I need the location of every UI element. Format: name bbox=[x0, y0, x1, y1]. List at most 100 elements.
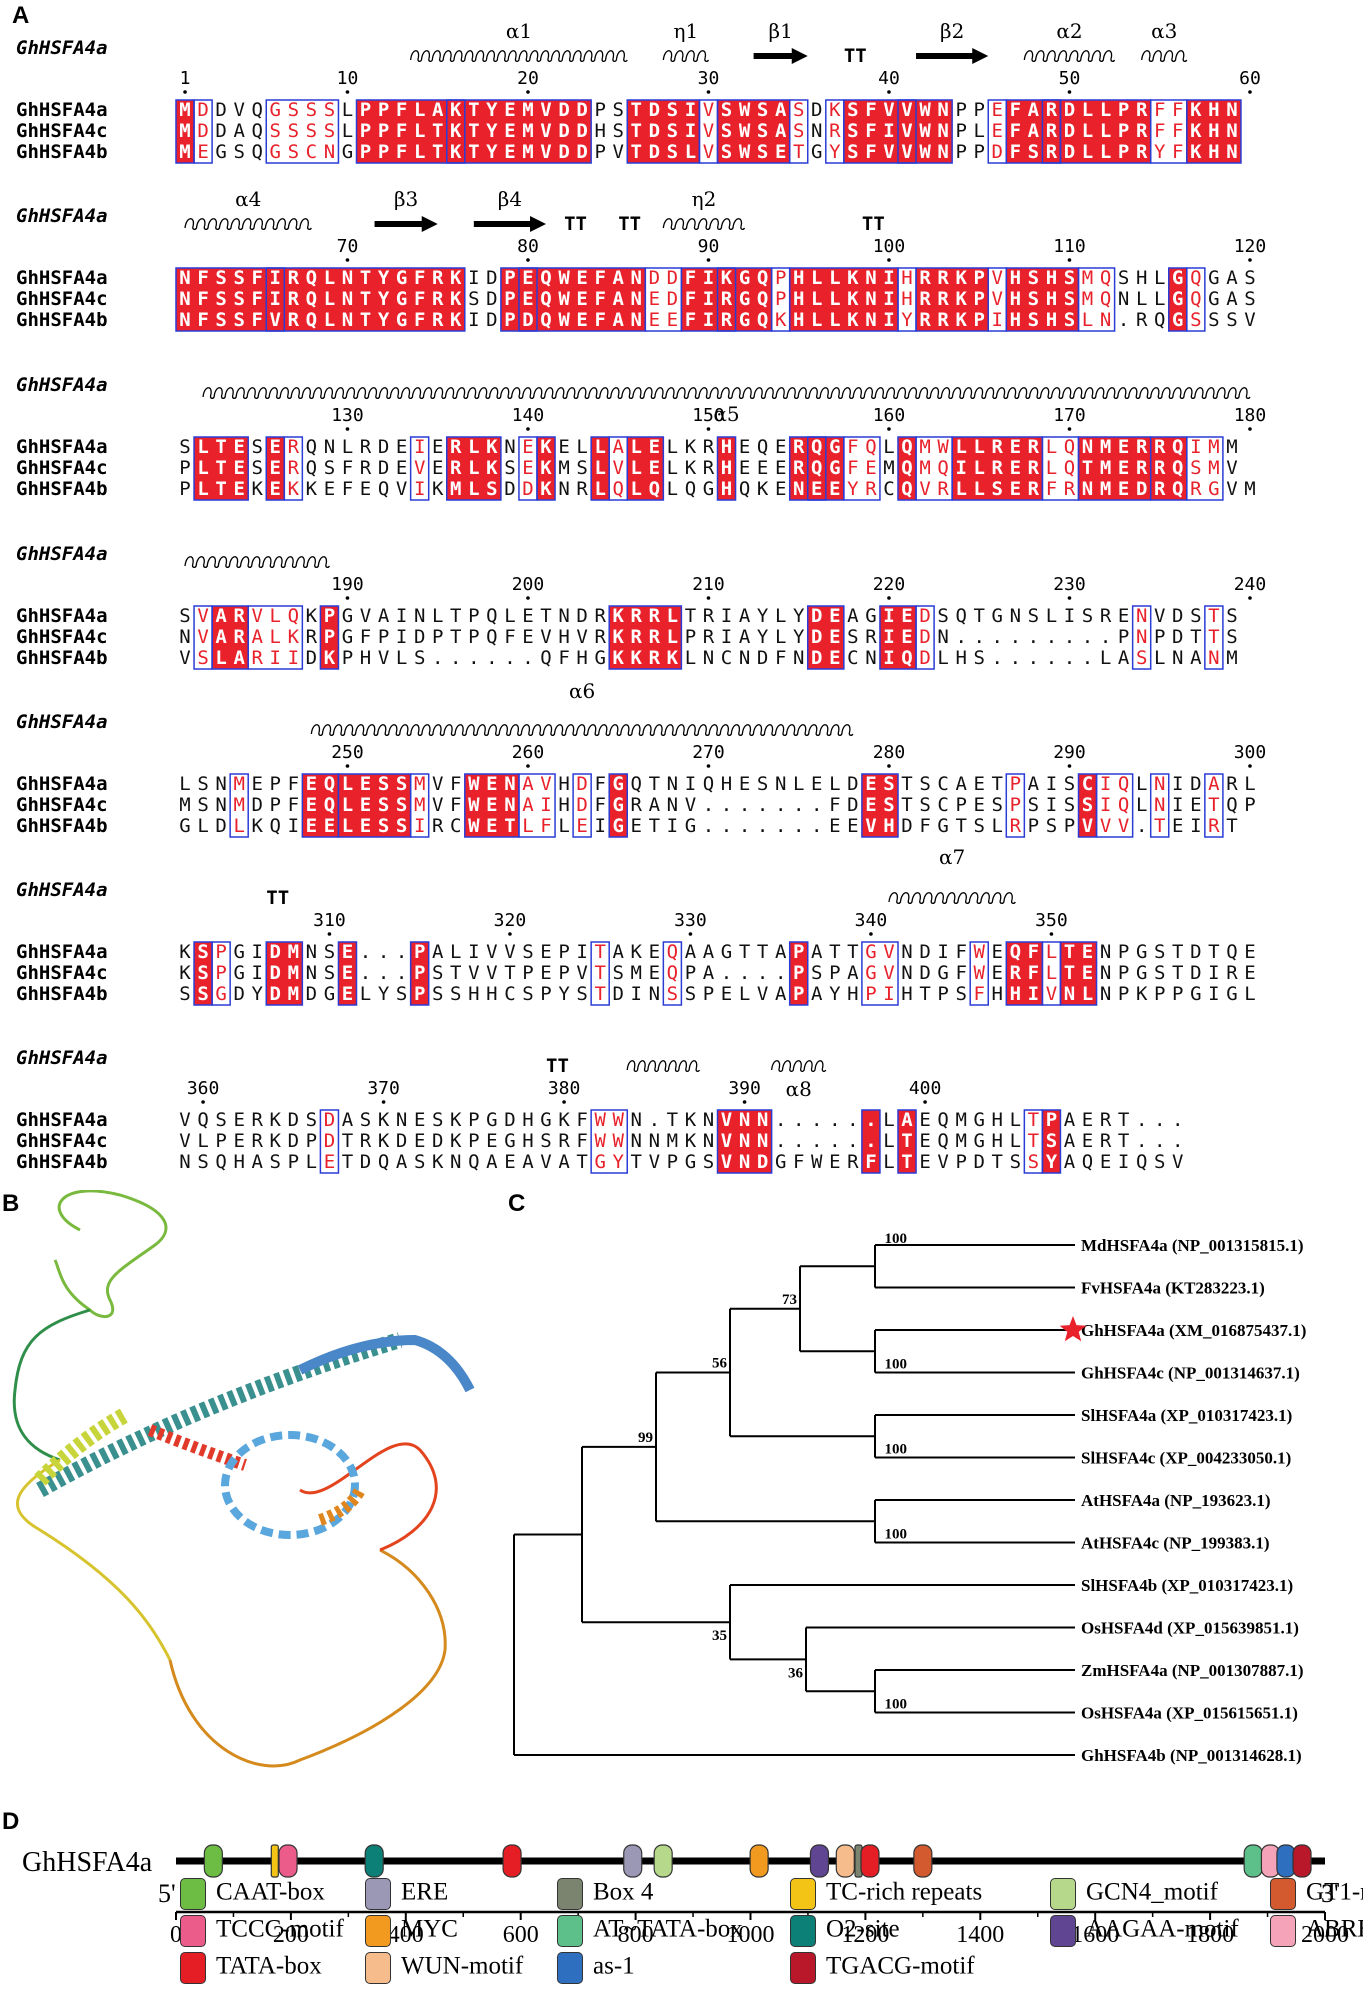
residue: Q bbox=[288, 605, 299, 627]
residue: C bbox=[450, 815, 461, 837]
residue: . bbox=[775, 815, 786, 837]
residue-dot bbox=[526, 90, 530, 94]
residue: L bbox=[306, 1151, 317, 1173]
residue: K bbox=[450, 267, 462, 289]
residue: . bbox=[739, 815, 750, 837]
residue: P bbox=[955, 120, 966, 142]
helix-orange bbox=[317, 1487, 366, 1526]
residue: D bbox=[324, 1130, 335, 1152]
residue: N bbox=[757, 1130, 768, 1152]
residue: P bbox=[468, 1130, 479, 1152]
residue: S bbox=[179, 436, 190, 458]
residue: P bbox=[414, 962, 425, 984]
bootstrap-value: 100 bbox=[885, 1697, 908, 1713]
residue: E bbox=[576, 309, 587, 331]
residue: R bbox=[288, 309, 300, 331]
residue: E bbox=[865, 773, 876, 795]
legend-label: Box 4 bbox=[593, 1878, 654, 1906]
residue: N bbox=[1100, 309, 1111, 331]
residue: L bbox=[197, 457, 208, 479]
residue: R bbox=[721, 309, 733, 331]
residue-dot bbox=[183, 90, 187, 94]
residue: S bbox=[324, 457, 335, 479]
residue: N bbox=[450, 1151, 461, 1173]
residue: L bbox=[739, 983, 750, 1005]
residue: R bbox=[1010, 962, 1022, 984]
residue: F bbox=[540, 815, 551, 837]
residue: G bbox=[1208, 267, 1219, 289]
residue: R bbox=[288, 288, 300, 310]
residue: R bbox=[288, 436, 300, 458]
residue: D bbox=[919, 962, 930, 984]
similar-column bbox=[770, 267, 791, 332]
residue-number: 90 bbox=[698, 236, 720, 257]
residue: S bbox=[685, 983, 696, 1005]
residue: P bbox=[667, 1151, 678, 1173]
residue: T bbox=[468, 141, 479, 163]
residue: Q bbox=[378, 1151, 389, 1173]
residue: L bbox=[1100, 99, 1111, 121]
conserved-column bbox=[807, 605, 845, 670]
residue: A bbox=[558, 1151, 570, 1173]
residue: R bbox=[703, 457, 715, 479]
residue: V bbox=[883, 99, 894, 121]
panel-label-d: D bbox=[2, 1808, 20, 1835]
residue: D bbox=[1064, 99, 1075, 121]
residue: R bbox=[1154, 478, 1166, 500]
sequence-name: GhHSFA4a bbox=[16, 941, 108, 963]
residue: I bbox=[703, 309, 714, 331]
residue: W bbox=[919, 99, 931, 121]
residue: I bbox=[270, 288, 281, 310]
conserved-column bbox=[446, 436, 502, 501]
residue-number: 310 bbox=[313, 910, 346, 931]
residue: P bbox=[955, 141, 966, 163]
residue: E bbox=[540, 962, 551, 984]
turn-mark: TT bbox=[862, 213, 885, 235]
residue: R bbox=[1028, 457, 1040, 479]
residue: G bbox=[721, 941, 732, 963]
residue: L bbox=[1154, 647, 1165, 669]
residue: V bbox=[649, 1151, 660, 1173]
residue: A bbox=[1118, 647, 1130, 669]
residue: A bbox=[612, 941, 624, 963]
conserved-column bbox=[193, 436, 249, 501]
legend-swatch bbox=[1050, 1878, 1076, 1910]
helix-mark bbox=[662, 218, 746, 230]
residue-number: 10 bbox=[337, 68, 359, 89]
residue-number: 380 bbox=[548, 1078, 581, 1099]
turn-mark: TT bbox=[546, 1055, 569, 1077]
residue: I bbox=[883, 647, 894, 669]
residue: S bbox=[197, 794, 208, 816]
residue: Y bbox=[378, 983, 390, 1005]
residue: S bbox=[992, 794, 1003, 816]
residue: V bbox=[937, 1151, 948, 1173]
residue: P bbox=[703, 983, 714, 1005]
residue: N bbox=[558, 605, 569, 627]
residue: H bbox=[992, 1109, 1003, 1131]
residue: . bbox=[992, 647, 1003, 669]
residue: W bbox=[612, 1109, 624, 1131]
ss-label: β2 bbox=[940, 19, 964, 43]
residue: T bbox=[342, 1151, 353, 1173]
residue: K bbox=[324, 647, 336, 669]
residue: I bbox=[270, 267, 281, 289]
legend-swatch bbox=[365, 1952, 391, 1984]
residue: V bbox=[703, 99, 714, 121]
residue: S bbox=[811, 962, 822, 984]
residue-dot bbox=[1248, 90, 1252, 94]
residue: V bbox=[685, 794, 696, 816]
residue-number: 320 bbox=[494, 910, 527, 931]
residue-dot bbox=[1067, 258, 1072, 262]
residue: S bbox=[721, 99, 732, 121]
residue: S bbox=[522, 983, 533, 1005]
residue: E bbox=[1010, 457, 1021, 479]
ss-label: β1 bbox=[769, 19, 793, 43]
residue: W bbox=[973, 962, 985, 984]
residue: T bbox=[901, 1130, 912, 1152]
residue: S bbox=[1190, 457, 1201, 479]
residue: W bbox=[739, 99, 751, 121]
residue: Q bbox=[937, 1130, 948, 1152]
